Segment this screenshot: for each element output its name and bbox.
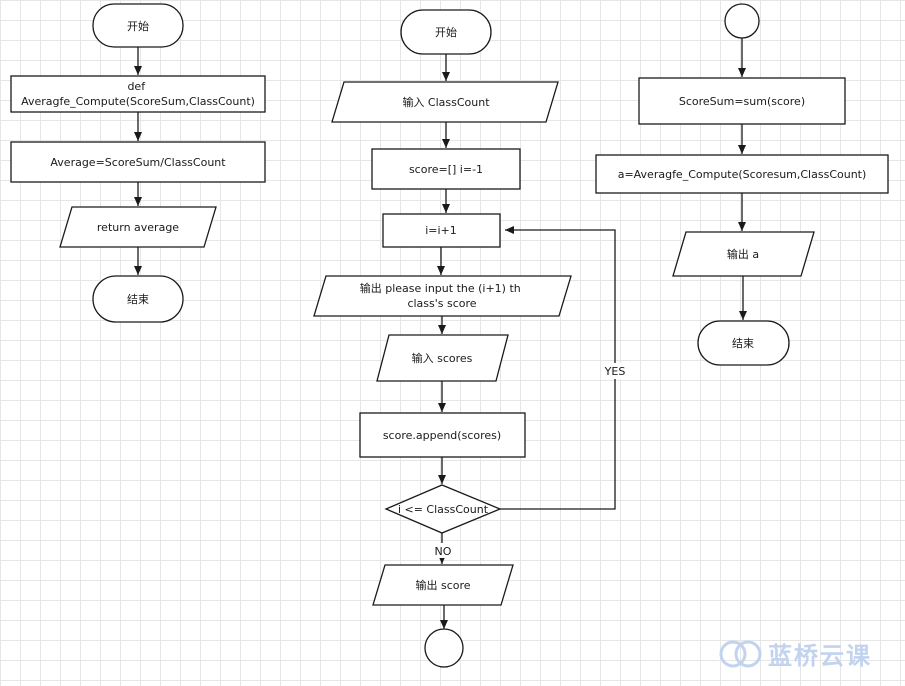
flow2-prompt-text: 输出 please input the (i+1) th class's sco…	[360, 281, 525, 310]
flow3-output-a-text: 输出 a	[727, 247, 759, 261]
flow2-output-score-io[interactable]	[372, 564, 514, 606]
flow2-yes-label: YES	[604, 365, 626, 378]
flow2: 开始 输入 ClassCount score=[] i=-1 i=i+1 输出 …	[313, 9, 629, 668]
flow2-input-count-text: 输入 ClassCount	[402, 95, 490, 109]
flow2-condition-text: i <= ClassCount	[398, 503, 489, 516]
flow2-output-score-text: 输出 score	[415, 578, 470, 592]
flow2-prompt-io[interactable]	[313, 275, 572, 317]
flow2-edge-yes-loop	[500, 226, 616, 510]
flow2-input-scores-text: 输入 scores	[412, 351, 473, 365]
watermark-logo-icon	[719, 640, 762, 668]
flow1-def-text: def Averagfe_Compute(ScoreSum,ClassCount…	[21, 80, 255, 108]
flow1-end-terminal[interactable]	[92, 275, 184, 323]
flow3-output-a-io[interactable]	[672, 231, 815, 277]
flow1-return-text: return average	[97, 221, 179, 234]
flow1-average-process[interactable]	[10, 141, 266, 183]
flow1-def-line2: Averagfe_Compute(ScoreSum,ClassCount)	[21, 95, 255, 108]
flow3-end-text: 结束	[732, 337, 754, 350]
watermark-text: 蓝桥云课	[768, 642, 872, 670]
flow2-input-scores-io[interactable]	[376, 334, 509, 382]
flow3-sum-process[interactable]	[638, 77, 846, 125]
flow2-prompt-line1: 输出 please input the (i+1) th	[360, 281, 521, 295]
flow3-sum-text: ScoreSum=sum(score)	[679, 95, 805, 108]
flow3-start-connector[interactable]	[724, 3, 760, 39]
flow2-input-count-io[interactable]	[331, 81, 559, 123]
flow2-no-label-bg	[430, 543, 454, 558]
flow2-init-text: score=[] i=-1	[409, 163, 483, 176]
flow2-append-process[interactable]	[359, 412, 526, 458]
flow2-prompt-line2: class's score	[407, 297, 476, 310]
flow3: ScoreSum=sum(score) a=Averagfe_Compute(S…	[595, 3, 889, 366]
flow3-compute-process[interactable]	[595, 154, 889, 194]
flow1-def-process[interactable]	[10, 75, 266, 113]
flow2-increment-process[interactable]	[382, 213, 501, 248]
flow3-end-terminal[interactable]	[697, 320, 790, 366]
flow2-append-text: score.append(scores)	[383, 429, 501, 442]
flow1-average-text: Average=ScoreSum/ClassCount	[50, 156, 226, 169]
flow1-end-text: 结束	[127, 293, 149, 306]
flow2-increment-text: i=i+1	[425, 224, 457, 237]
flow2-end-connector[interactable]	[424, 628, 464, 668]
flow1-return-io[interactable]	[59, 206, 217, 248]
flow1: 开始 def Averagfe_Compute(ScoreSum,ClassCo…	[10, 3, 266, 323]
watermark: 蓝桥云课	[719, 640, 872, 670]
flow2-no-label: NO	[435, 545, 452, 558]
flow2-yes-label-bg	[601, 363, 629, 379]
flow1-def-line1: def	[127, 80, 146, 93]
flow3-compute-text: a=Averagfe_Compute(Scoresum,ClassCount)	[618, 168, 867, 181]
flow2-start-text: 开始	[435, 25, 457, 39]
flow1-start-text: 开始	[127, 19, 149, 33]
